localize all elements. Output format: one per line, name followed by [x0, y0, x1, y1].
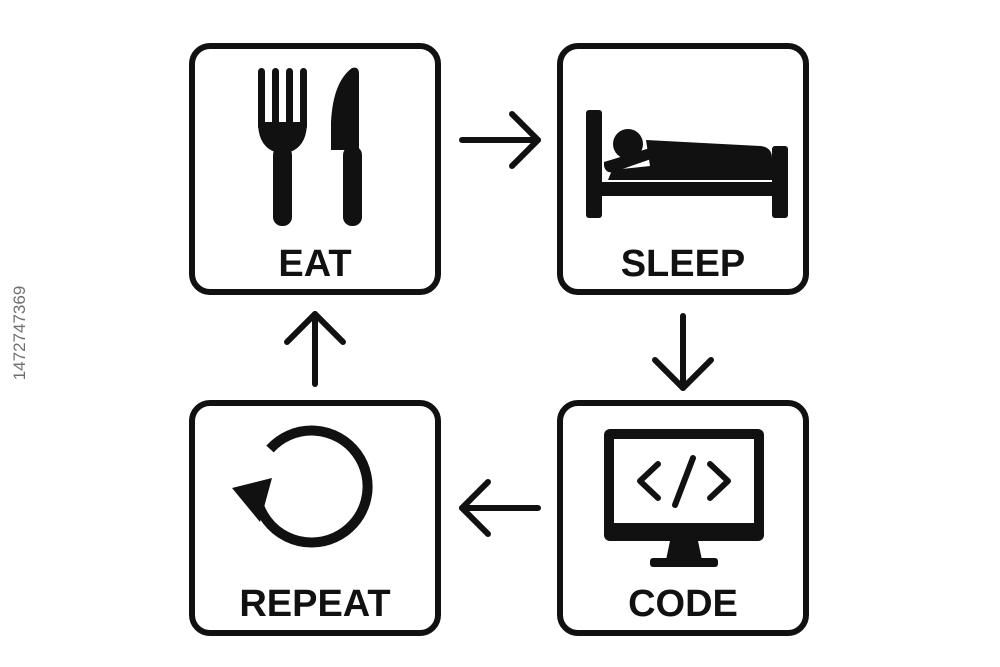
- code-greater-than-icon: [707, 461, 731, 501]
- bed-icon: [586, 110, 788, 218]
- fork-knife-icon: [258, 67, 362, 226]
- arrow-up-icon: [284, 311, 346, 387]
- tile-eat-frame: [189, 43, 441, 295]
- arrow-right-icon: [459, 111, 541, 169]
- tile-eat: EAT: [189, 43, 441, 295]
- arrow-down-icon: [652, 313, 714, 391]
- tile-repeat-frame: [189, 400, 441, 636]
- monitor-code-icon: [604, 429, 764, 567]
- tile-repeat: REPEAT: [189, 400, 441, 636]
- tile-sleep-label: SLEEP: [621, 243, 746, 285]
- repeat-icon: [232, 425, 373, 548]
- tile-sleep: SLEEP: [557, 43, 809, 295]
- tile-eat-label: EAT: [278, 243, 351, 285]
- arrow-left-icon: [459, 479, 541, 537]
- tile-code-label: CODE: [628, 583, 738, 625]
- code-less-than-icon: [637, 461, 661, 501]
- stock-id-text: 1472747369: [10, 285, 29, 381]
- tile-repeat-label: REPEAT: [239, 583, 390, 625]
- code-slash-icon: [672, 455, 696, 508]
- tile-code: CODE: [557, 400, 809, 636]
